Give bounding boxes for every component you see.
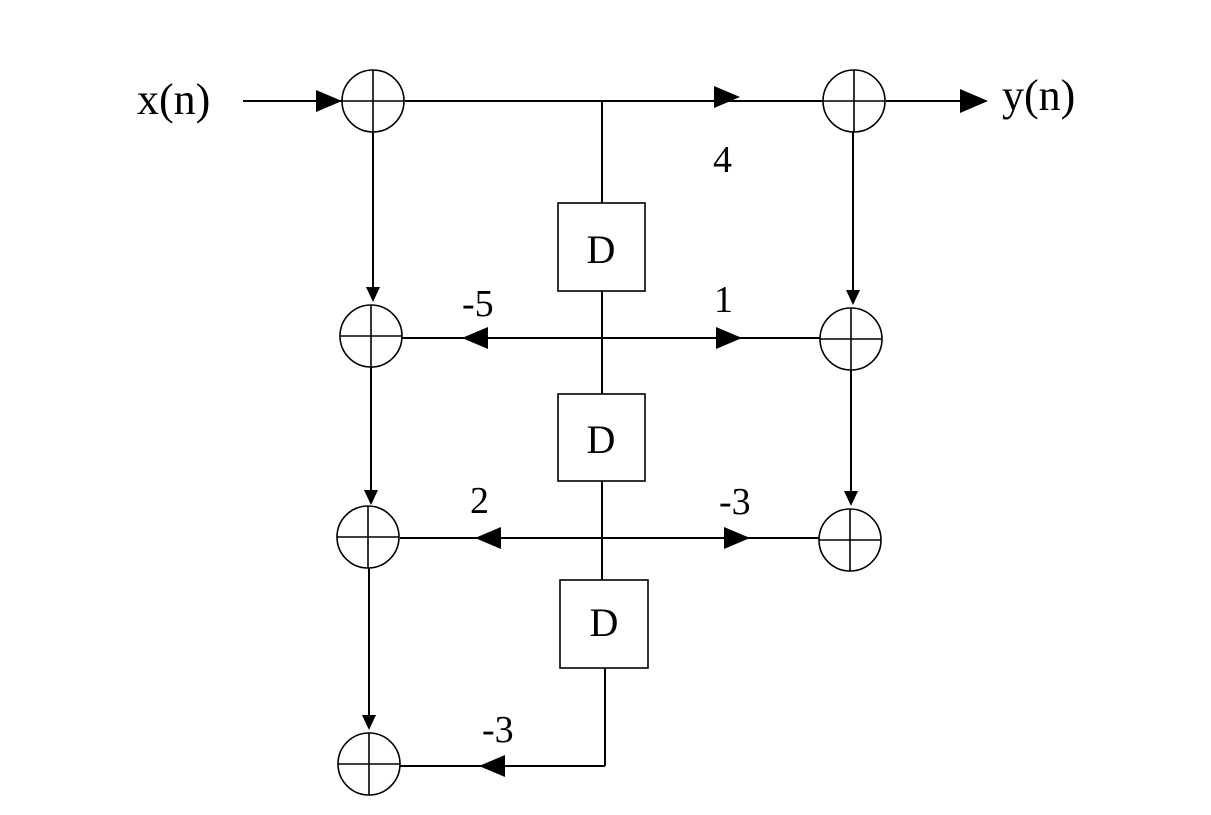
coef-row2-right: -3 xyxy=(719,481,751,523)
adder-left-top xyxy=(341,69,405,133)
arrow-left-down-3 xyxy=(362,715,376,730)
arrow-row1-left xyxy=(462,327,488,349)
adder-left-row3 xyxy=(337,732,401,796)
output-label: y(n) xyxy=(1002,71,1075,120)
arrow-left-down-2 xyxy=(364,490,378,505)
adder-right-row1 xyxy=(819,307,883,371)
adder-right-top xyxy=(822,69,886,133)
arrow-output xyxy=(960,89,988,113)
arrow-right-down-1 xyxy=(846,290,860,305)
arrow-row2-right xyxy=(724,527,750,549)
input-label: x(n) xyxy=(137,75,210,124)
delay-block-1: D xyxy=(557,202,646,292)
coef-row2-left: 2 xyxy=(470,480,489,522)
coef-row3-left: -3 xyxy=(482,709,514,751)
adder-left-row2 xyxy=(336,505,400,569)
coef-top: 4 xyxy=(713,139,732,181)
delay-block-2: D xyxy=(557,393,646,482)
arrow-left-down-1 xyxy=(366,287,380,302)
arrow-row3-left xyxy=(479,755,505,777)
arrowheads xyxy=(316,86,988,777)
arrow-row2-left xyxy=(475,527,501,549)
coef-row1-right: 1 xyxy=(714,279,733,321)
adder-left-row1 xyxy=(339,304,403,368)
arrow-top-gain xyxy=(714,86,740,108)
adder-right-row2 xyxy=(818,508,882,572)
delay-label-3: D xyxy=(590,600,619,645)
coef-row1-left: -5 xyxy=(462,283,494,325)
delay-label-2: D xyxy=(587,417,616,462)
delay-label-1: D xyxy=(587,227,616,272)
delay-block-3: D xyxy=(559,579,649,669)
arrow-right-down-2 xyxy=(844,491,858,506)
arrow-row1-right xyxy=(716,327,742,349)
arrow-input xyxy=(316,90,342,112)
